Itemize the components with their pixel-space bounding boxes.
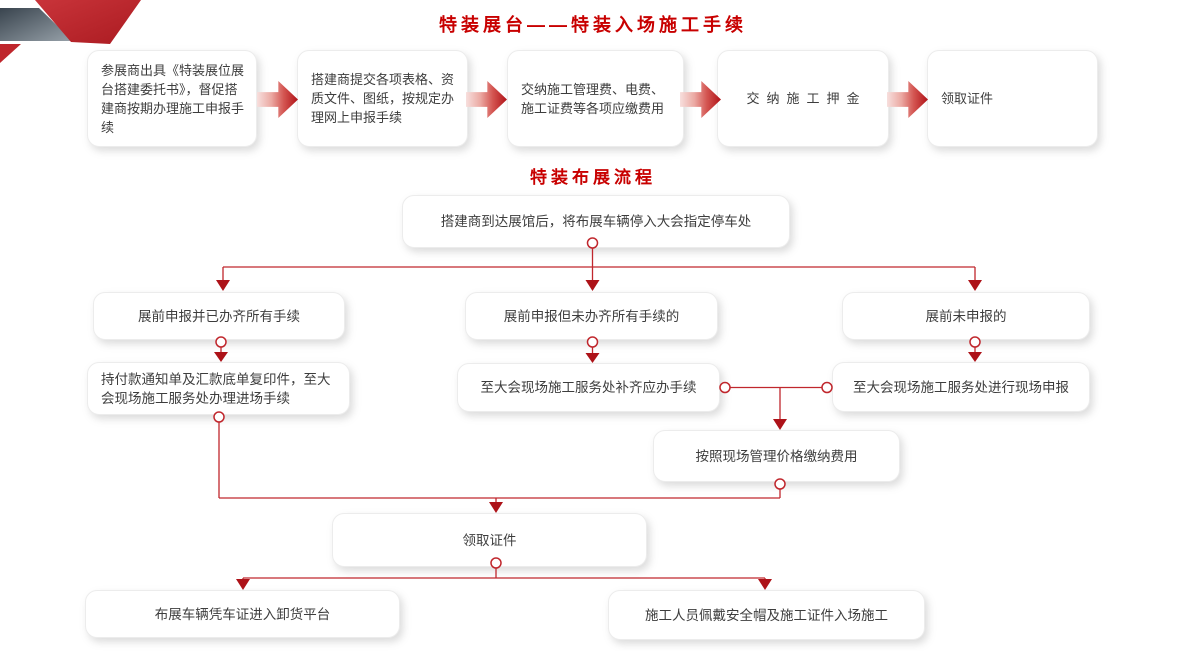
- arrow-down-icon: [214, 352, 228, 362]
- flow2-get-pass-node: 领取证件: [332, 513, 647, 567]
- right-block-arrow-icon: [257, 81, 298, 118]
- flow2-none-next-node: 至大会现场施工服务处进行现场申报: [832, 362, 1090, 412]
- flow1-step-4: 交纳施工押金: [717, 50, 889, 147]
- flow2-branch-none-node: 展前未申报的: [842, 292, 1090, 340]
- arrow-down-icon: [758, 579, 772, 590]
- right-block-arrow-icon: [466, 81, 507, 118]
- arrow-down-icon: [216, 280, 230, 291]
- connector-dot: [821, 381, 833, 394]
- arrow-down-icon: [489, 502, 503, 513]
- arrow-down-icon: [968, 280, 982, 291]
- flow2-start-node: 搭建商到达展馆后，将布展车辆停入大会指定停车处: [402, 195, 790, 248]
- arrow-down-icon: [773, 419, 787, 430]
- flow1-step-3: 交纳施工管理费、电费、施工证费等各项应缴费用: [507, 50, 684, 147]
- right-block-arrow-icon: [887, 81, 928, 118]
- corner-decoration: [0, 0, 141, 63]
- arrow-down-icon: [585, 280, 600, 291]
- flow1-step-2: 搭建商提交各项表格、资质文件、图纸，按规定办理网上申报手续: [297, 50, 468, 147]
- connector-dot: [719, 381, 731, 394]
- red-corner-triangle: [0, 44, 21, 63]
- right-block-arrow-icon: [680, 81, 721, 118]
- flow1-title: 特装展台——特装入场施工手续: [439, 15, 747, 35]
- flow1-step-1: 参展商出具《特装展位展台搭建委托书》，督促搭建商按期办理施工申报手续: [87, 50, 257, 147]
- flow2-branch-done-node: 展前申报并已办齐所有手续: [93, 292, 345, 340]
- flow2-vehicle-entry-node: 布展车辆凭车证进入卸货平台: [85, 590, 400, 638]
- flow2-partial-next-node: 至大会现场施工服务处补齐应办手续: [457, 363, 720, 412]
- flow2-done-next-node: 持付款通知单及汇款底单复印件，至大会现场施工服务处办理进场手续: [87, 362, 350, 415]
- red-band-shape: [35, 0, 141, 44]
- flow1-step-5: 领取证件: [927, 50, 1098, 147]
- gray-band-shape: [0, 8, 73, 41]
- flow2-branch-partial-node: 展前申报但未办齐所有手续的: [465, 292, 718, 340]
- flow2-title: 特装布展流程: [530, 168, 656, 187]
- arrow-down-icon: [585, 353, 600, 363]
- arrow-down-icon: [968, 352, 982, 362]
- arrow-down-icon: [236, 579, 250, 590]
- flow2-pay-onsite-node: 按照现场管理价格缴纳费用: [653, 430, 900, 482]
- flow2-worker-entry-node: 施工人员佩戴安全帽及施工证件入场施工: [608, 590, 925, 640]
